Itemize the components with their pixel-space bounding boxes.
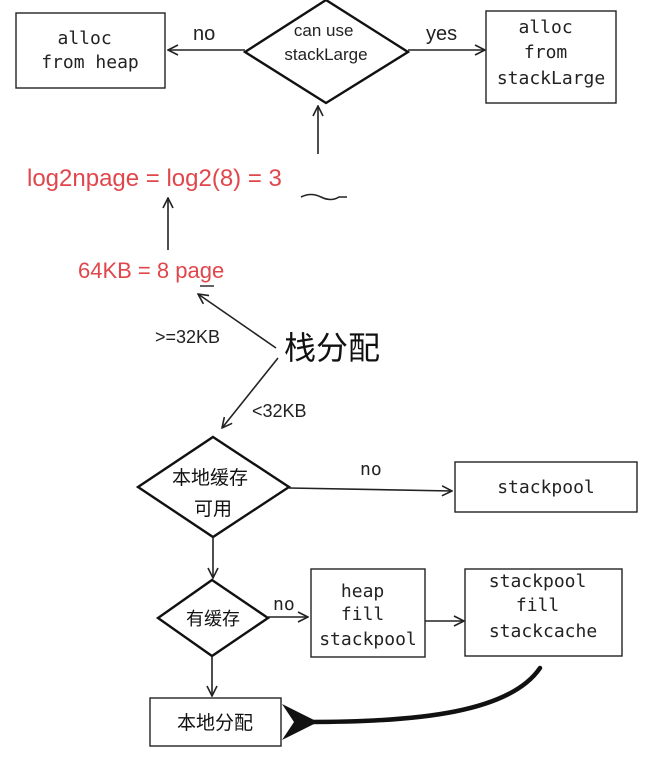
svg-text:本地缓存 可用: 本地缓存 可用 [172, 467, 254, 520]
label-lt-32kb: <32KB [252, 401, 307, 421]
svg-text:alloc from stackLarge: alloc from stackLarge [497, 17, 605, 89]
has-cache-label: 有缓存 [186, 609, 240, 630]
alloc-from-stacklarge-box [485, 10, 617, 104]
log2npage-note: log2npage = log2(8) = 3 [27, 165, 282, 192]
stackpool-fill-line-3: stackcache [489, 621, 597, 642]
label-no-cache: no [360, 459, 382, 480]
label-no-top: no [193, 23, 215, 45]
arrow-lt-32kb [222, 357, 279, 428]
alloc-from-heap-line-2: from heap [41, 52, 139, 73]
local-alloc-label: 本地分配 [177, 712, 253, 734]
arrow-no-to-stackpool [288, 488, 452, 491]
can-use-stacklarge-diamond [242, 0, 411, 105]
arrow-ge-32kb [198, 294, 277, 349]
stackpool-fill-line-1: stackpool [489, 571, 587, 592]
heap-fill-line-3: stackpool [319, 629, 417, 650]
svg-text:alloc from heap: alloc from heap [41, 28, 139, 73]
page-count-note: 64KB = 8 page [78, 258, 224, 283]
alloc-from-heap-box [15, 12, 166, 89]
alloc-from-heap-line-1: alloc [57, 28, 111, 49]
svg-text:can use stackLarge: can use stackLarge [284, 21, 367, 64]
heap-fill-line-2: fill [341, 604, 384, 625]
label-ge-32kb: >=32KB [155, 327, 220, 347]
stackpool-fill-stackcache-box [464, 568, 623, 657]
label-yes-top: yes [426, 23, 457, 45]
stackpool-label: stackpool [497, 477, 595, 498]
can-use-stacklarge-line-1: can use [294, 21, 354, 40]
svg-text:heap fill stackpool: heap fill stackpool [319, 581, 417, 650]
local-alloc-box [149, 697, 282, 747]
local-cache-line-1: 本地缓存 [172, 467, 248, 489]
alloc-from-stacklarge-line-2: from [524, 42, 567, 63]
stackpool-fill-line-2: fill [516, 595, 559, 616]
alloc-from-stacklarge-line-1: alloc [518, 17, 572, 38]
title-stack-allocation: 栈分配 [284, 329, 380, 367]
heap-fill-line-1: heap [341, 581, 384, 602]
heap-fill-stackpool-box [310, 568, 426, 658]
label-no-fill: no [273, 594, 295, 615]
alloc-from-stacklarge-line-3: stackLarge [497, 68, 605, 89]
underline-3 [300, 193, 347, 201]
stackpool-box [454, 461, 638, 513]
local-cache-line-2: 可用 [194, 498, 232, 520]
arrow-stackcache-to-local-alloc [281, 665, 543, 741]
can-use-stacklarge-line-2: stackLarge [284, 45, 367, 64]
svg-text:stackpool fill stackca: stackpool fill stackcache [489, 571, 597, 642]
